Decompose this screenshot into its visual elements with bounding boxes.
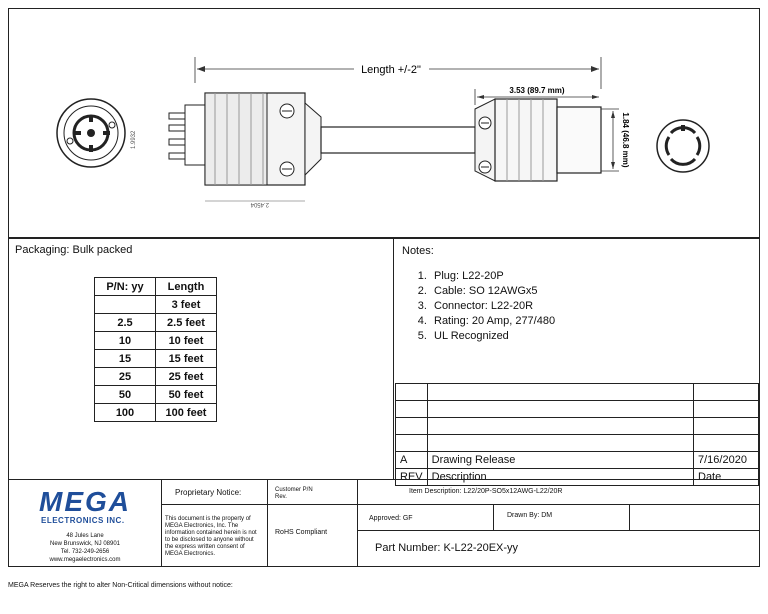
cable-icon xyxy=(320,126,476,154)
pn-cell: 2.5 xyxy=(94,313,156,332)
plug-dim-b: 2.4504 xyxy=(250,201,269,207)
rev-header: REV xyxy=(395,468,428,486)
item-description: Item Description: L22/20P-SO5x12AWG-L22/… xyxy=(409,488,563,495)
date-header: Date xyxy=(693,468,759,486)
item-description-cell: Item Description: L22/20P-SO5x12AWG-L22/… xyxy=(357,480,759,505)
customer-rev-label: Rev. xyxy=(275,494,287,500)
part-number-cell: Part Number: K-L22-20EX-yy xyxy=(357,530,759,566)
length-cell: 2.5 feet xyxy=(155,313,217,332)
revision-table: A Drawing Release 7/16/2020 REV Descript… xyxy=(395,383,759,486)
length-cell: 15 feet xyxy=(155,349,217,368)
proprietary-cell: Proprietary Notice: This document is the… xyxy=(161,480,268,566)
note-item: UL Recognized xyxy=(430,329,555,344)
company-address: 48 Jules Lane New Brunswick, NJ 08901 Te… xyxy=(49,533,121,563)
note-item: Plug: L22-20P xyxy=(430,269,555,284)
blank-cell xyxy=(629,504,759,531)
rev-cell: A xyxy=(395,451,428,469)
cable-drawing: Length +/-2" 1.9932 xyxy=(56,57,710,207)
pn-cell: 100 xyxy=(94,403,156,422)
length-cell: 100 feet xyxy=(155,403,217,422)
length-header: Length xyxy=(155,277,217,296)
pn-cell: 15 xyxy=(94,349,156,368)
drawn-by-cell: Drawn By: DM xyxy=(493,504,630,531)
length-cell: 50 feet xyxy=(155,385,217,404)
drawn-by: Drawn By: DM xyxy=(507,512,553,519)
description-cell: Drawing Release xyxy=(426,451,695,469)
pn-cell: 10 xyxy=(94,331,156,350)
length-cell: 25 feet xyxy=(155,367,217,386)
table-row xyxy=(395,383,759,401)
proprietary-label: Proprietary Notice: xyxy=(175,488,242,497)
plug-body-icon xyxy=(204,92,322,186)
packaging-panel: Packaging: Bulk packed P/N: yy Length 3 … xyxy=(8,238,394,480)
pn-cell xyxy=(94,295,156,314)
customer-pn-label: Customer P/N xyxy=(275,487,313,493)
table-row: A Drawing Release 7/16/2020 xyxy=(395,451,759,469)
date-cell: 7/16/2020 xyxy=(693,451,759,469)
length-dimension-label: Length +/-2" xyxy=(361,64,421,76)
table-row xyxy=(395,434,759,452)
approved-by: Approved: GF xyxy=(369,515,413,522)
part-number: Part Number: K-L22-20EX-yy xyxy=(375,542,519,554)
approved-cell: Approved: GF xyxy=(357,504,494,531)
table-row: 3 feet xyxy=(94,295,217,314)
notes-list: Plug: L22-20P Cable: SO 12AWGx5 Connecto… xyxy=(394,269,555,344)
pn-header: P/N: yy xyxy=(94,277,156,296)
plug-prongs-icon xyxy=(168,104,206,166)
length-cell: 3 feet xyxy=(155,295,217,314)
notes-title: Notes: xyxy=(402,245,434,257)
footer-note: MEGA Reserves the right to alter Non-Cri… xyxy=(8,582,233,589)
company-logo: MEGA xyxy=(39,486,131,517)
company-logo-sub: ELECTRONICS INC. xyxy=(41,516,125,525)
table-row xyxy=(395,417,759,435)
description-header: Description xyxy=(426,468,695,486)
connector-diameter-label: 1.84 (46.8 mm) xyxy=(621,112,630,167)
connector-body-icon xyxy=(474,98,602,182)
table-row xyxy=(395,400,759,418)
packaging-label: Packaging: Bulk packed xyxy=(15,244,133,256)
note-item: Connector: L22-20R xyxy=(430,299,555,314)
drawing-frame: Length +/-2" 1.9932 xyxy=(8,8,760,238)
customer-cell: Customer P/N Rev. RoHS Compliant xyxy=(267,480,358,566)
note-item: Rating: 20 Amp, 277/480 xyxy=(430,314,555,329)
proprietary-text: This document is the property of MEGA El… xyxy=(165,516,257,557)
connector-face-icon xyxy=(656,119,710,173)
rohs-label: RoHS Compliant xyxy=(275,529,328,536)
pn-cell: 25 xyxy=(94,367,156,386)
title-block: MEGA ELECTRONICS INC. 48 Jules Lane New … xyxy=(8,479,760,567)
pn-cell: 50 xyxy=(94,385,156,404)
note-item: Cable: SO 12AWGx5 xyxy=(430,284,555,299)
plug-face-icon xyxy=(56,98,126,168)
company-cell: MEGA ELECTRONICS INC. 48 Jules Lane New … xyxy=(9,480,162,566)
plug-dim-a: 1.9932 xyxy=(131,130,137,149)
table-row: REV Description Date xyxy=(395,468,759,486)
notes-panel: Notes: Plug: L22-20P Cable: SO 12AWGx5 C… xyxy=(393,238,760,486)
table-header-row: P/N: yy Length xyxy=(94,277,217,296)
connector-length-label: 3.53 (89.7 mm) xyxy=(509,86,564,95)
length-cell: 10 feet xyxy=(155,331,217,350)
